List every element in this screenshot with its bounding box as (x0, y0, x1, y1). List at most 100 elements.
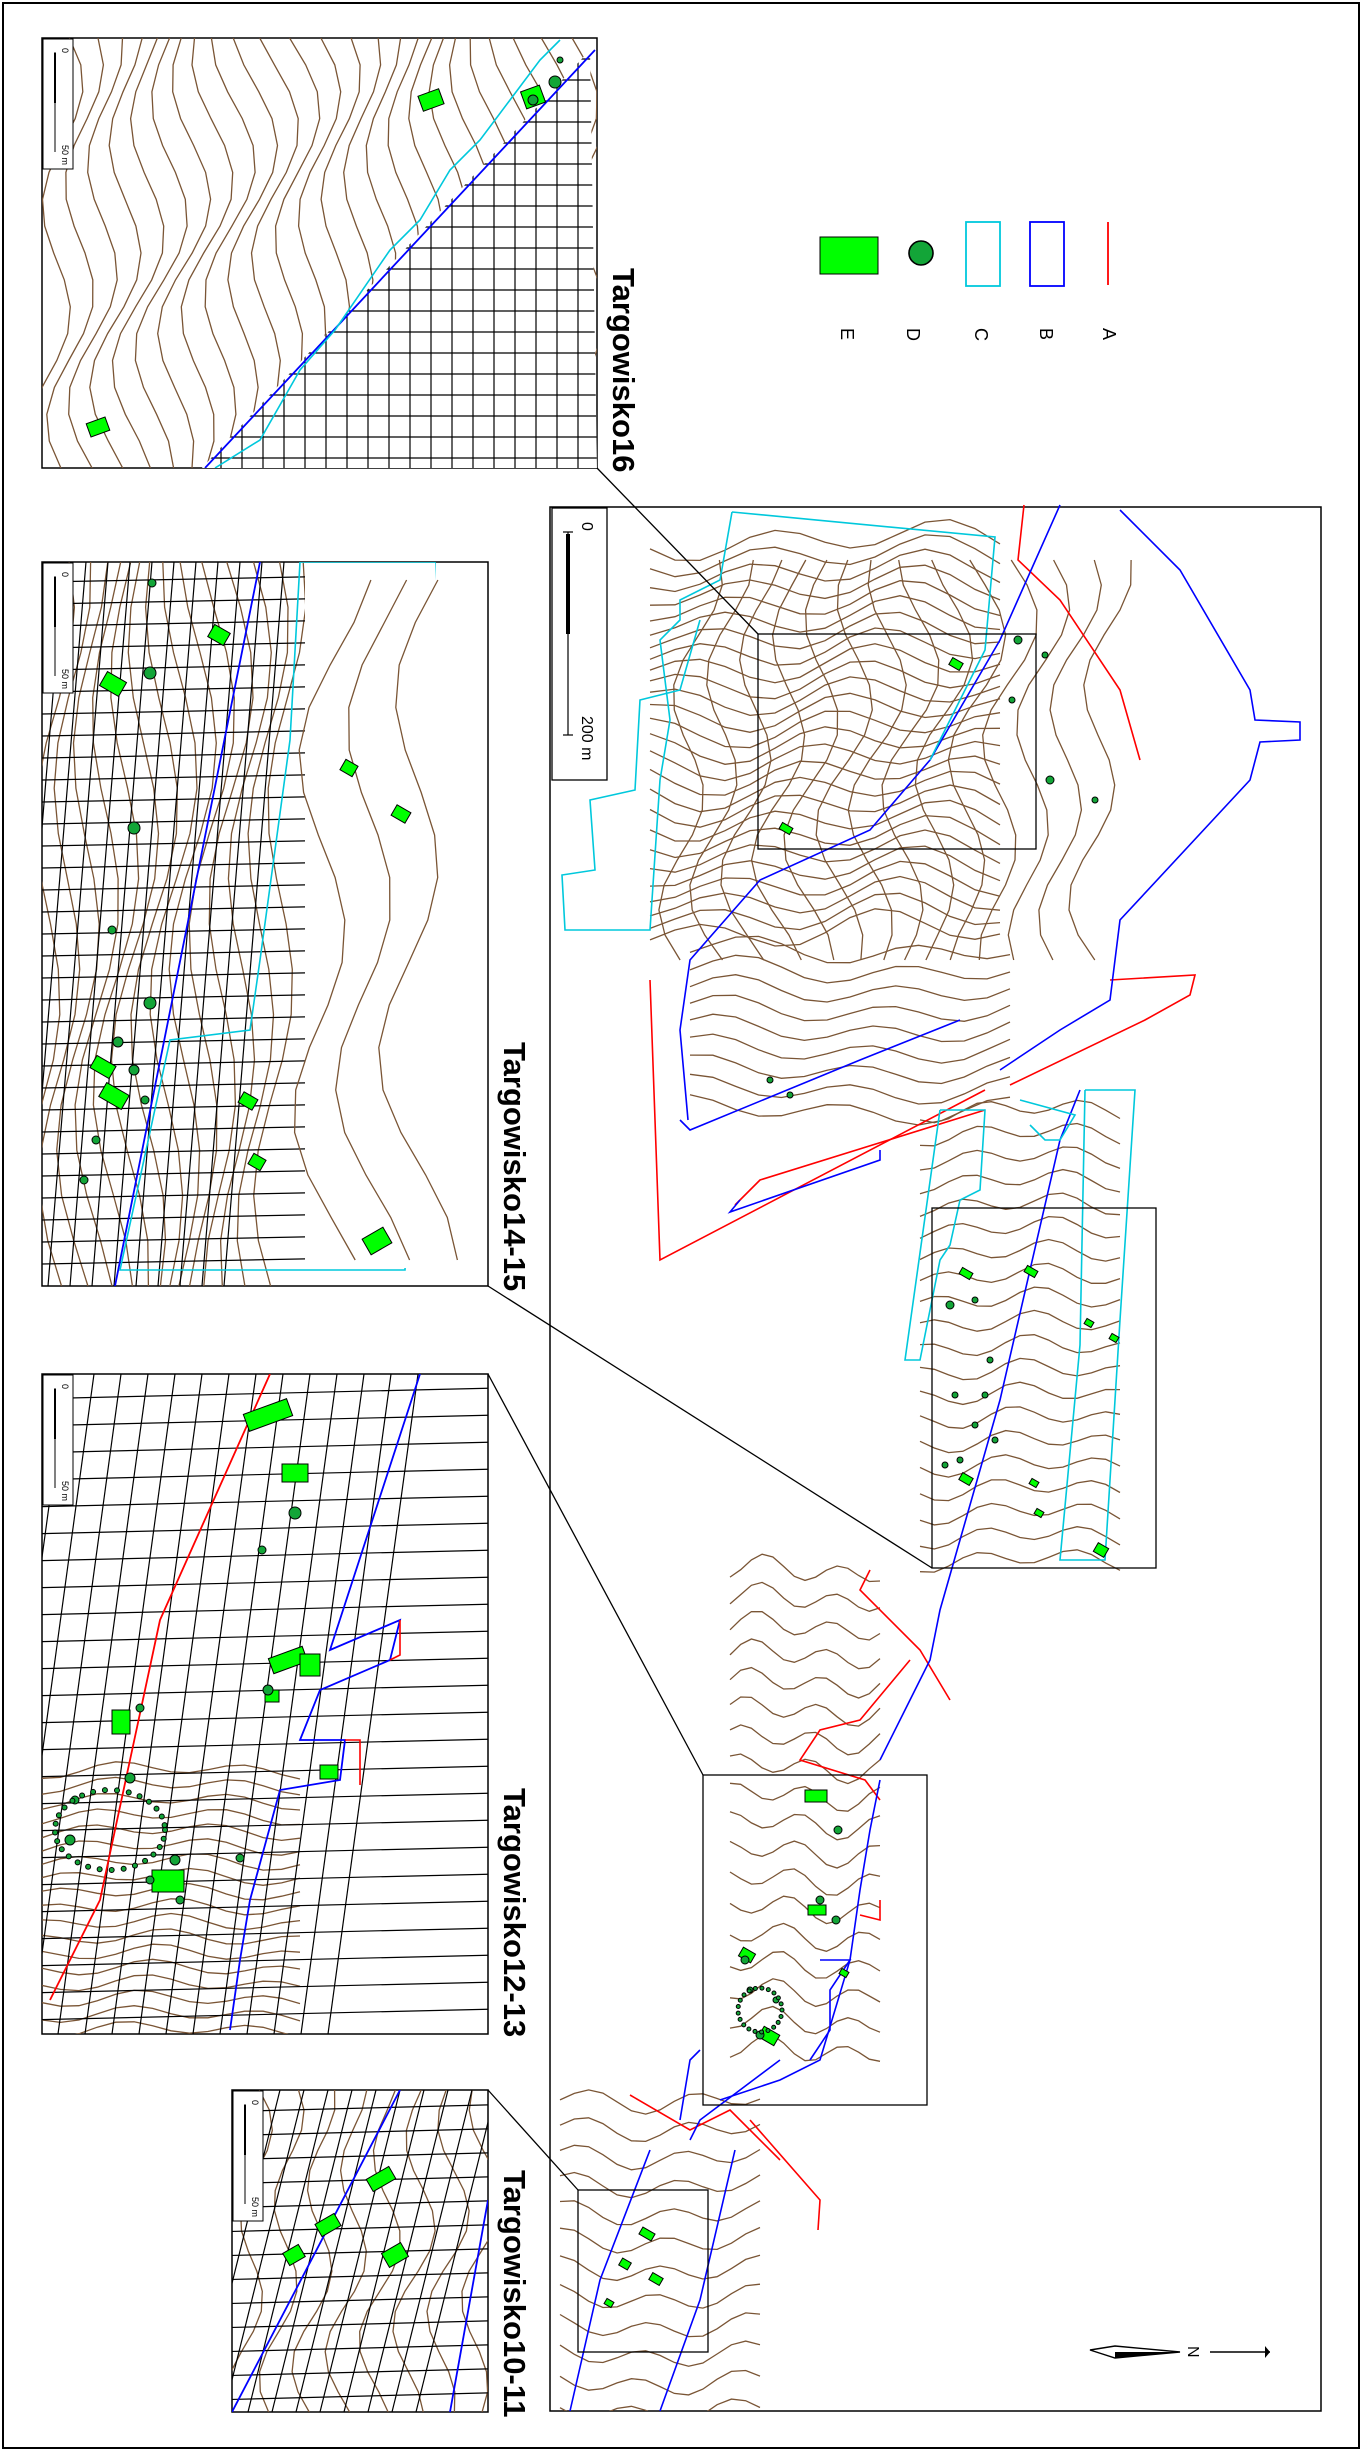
legend-label-d: D (903, 328, 923, 341)
feature-marker (339, 758, 359, 778)
inset1011-title: Targowisko10-11 (497, 2170, 532, 2418)
pit-marker (771, 2024, 777, 2030)
grid-line (327, 1374, 419, 2034)
feature-marker (281, 1463, 309, 1483)
pit-marker (156, 1844, 163, 1851)
contour-line (729, 1811, 881, 1841)
excavated-boundary (569, 504, 1301, 2412)
feature-marker (1033, 1507, 1045, 1519)
grid-line (42, 1468, 488, 1481)
pit-marker (108, 1866, 115, 1873)
grid-line (47, 562, 109, 1286)
contour-line (689, 974, 1011, 1003)
contour-line (689, 1013, 1011, 1043)
grid-line (300, 1374, 392, 2034)
grid-line (42, 1549, 488, 1562)
feature-marker (778, 821, 794, 836)
contour-line (729, 2005, 881, 2035)
pit-marker (778, 2001, 784, 2007)
pit-marker (69, 1797, 76, 1804)
inset1213-grid (42, 1374, 488, 2034)
pit-marker (113, 1787, 120, 1794)
contour-line (42, 2005, 301, 2024)
grid-line (232, 2090, 305, 2383)
grid-line (232, 2368, 488, 2377)
inset16-scale-value: 50 m (60, 145, 70, 165)
contour-line (729, 1840, 881, 1869)
contour-line (720, 559, 783, 961)
contour-line (919, 1238, 1121, 1262)
feature-marker (648, 2271, 664, 2287)
contour-line (649, 710, 1001, 749)
legend-label-e: E (837, 328, 857, 340)
contour-line (157, 38, 212, 468)
inset16-boundary (204, 49, 596, 468)
contour-line (649, 676, 1001, 717)
contour-line (919, 1357, 1121, 1381)
legend: A B C D E (819, 221, 1119, 341)
grid-line (42, 1981, 488, 1994)
contour-line (729, 1922, 881, 1952)
pit-marker (1091, 796, 1099, 804)
pit-marker (741, 2022, 747, 2028)
main-map-frame (549, 506, 1322, 2412)
feature-marker (958, 1266, 974, 1281)
pit-marker (101, 1787, 108, 1794)
contour-line (847, 559, 907, 961)
legend-item-d: D (903, 240, 934, 341)
inset1011-scale-value: 50 m (250, 2197, 260, 2217)
grid-line (273, 1374, 365, 2034)
pit-marker (986, 1356, 994, 1364)
pit-marker (991, 1436, 999, 1444)
pit-marker (740, 1955, 750, 1965)
pit-marker (169, 1854, 181, 1866)
contour-line (978, 559, 1038, 961)
pit-marker (779, 2007, 785, 2013)
contour-line (649, 692, 1001, 733)
pit-marker (147, 578, 157, 588)
inset-targowisko14-15: 0 50 m Targowisko14-15 (41, 561, 532, 1291)
legend-label-c: C (971, 328, 991, 341)
contour-line (919, 1215, 1121, 1239)
contour-line (689, 935, 1011, 964)
feature-marker (365, 2165, 397, 2193)
contour-line (919, 1286, 1121, 1308)
contour-line (42, 1823, 301, 1842)
grid-line (232, 2200, 488, 2209)
pit-marker (766, 1076, 774, 1084)
contour-line (42, 1928, 301, 1945)
contour-line (68, 38, 124, 468)
pit-marker (746, 1988, 752, 1994)
feature-marker (958, 1471, 974, 1487)
inset16-scale-zero: 0 (60, 48, 70, 53)
inset-targowisko16: 0 50 m Targowisko16 (41, 37, 641, 472)
pit-marker (145, 1875, 155, 1885)
pit-marker (759, 2029, 765, 2035)
feature-marker (390, 804, 412, 824)
contour-line (219, 562, 272, 1286)
contour-line (378, 579, 459, 1261)
contour-line (188, 562, 235, 1286)
pit-marker (79, 1175, 89, 1185)
contour-line (729, 1666, 881, 1699)
contour-line (42, 1761, 301, 1780)
contour-line (149, 562, 198, 1286)
pit-marker (135, 1703, 145, 1713)
main-scale-zero: 0 (578, 522, 595, 531)
inset-connectors (487, 467, 933, 2191)
pit-marker (746, 2026, 752, 2032)
contour-line (134, 38, 188, 468)
grid-line (91, 562, 153, 1286)
inset1011-boundary (449, 2199, 488, 2412)
pit-marker (1013, 635, 1023, 645)
feature-marker (151, 1869, 185, 1893)
contour-line (1007, 559, 1071, 961)
contour-line (729, 1581, 881, 1612)
contour-line (236, 562, 289, 1286)
grid-line (42, 1711, 488, 1724)
pit-marker (775, 2019, 781, 2025)
feature-marker (838, 1967, 850, 1979)
feature-marker (242, 1398, 294, 1432)
contour-line (559, 2144, 761, 2171)
legend-label-b: B (1036, 328, 1056, 340)
